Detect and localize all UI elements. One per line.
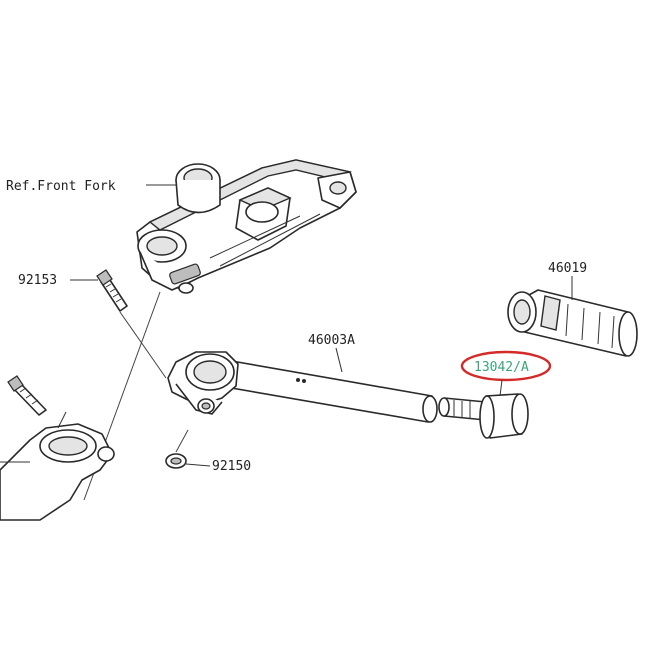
bar-end-weight-13042a — [438, 393, 529, 439]
part-number-92153: 92153 — [18, 273, 57, 288]
bolt-92150 — [165, 453, 211, 469]
ref-front-fork-label: Ref.Front Fork — [6, 179, 116, 194]
part-number-46003a: 46003A — [308, 333, 355, 348]
upper-triple-clamp — [136, 159, 357, 294]
left-clamp-partial — [0, 375, 115, 521]
handlebar-46003a — [167, 351, 438, 423]
part-number-92150: 92150 — [212, 459, 251, 474]
part-number-13042a: 13042/A — [474, 360, 529, 375]
grip-46019 — [507, 289, 638, 357]
highlight-ring — [460, 350, 552, 382]
part-number-46019: 46019 — [548, 261, 587, 276]
bolt-92153 — [96, 269, 128, 312]
assembly-line-92153 — [119, 311, 167, 379]
